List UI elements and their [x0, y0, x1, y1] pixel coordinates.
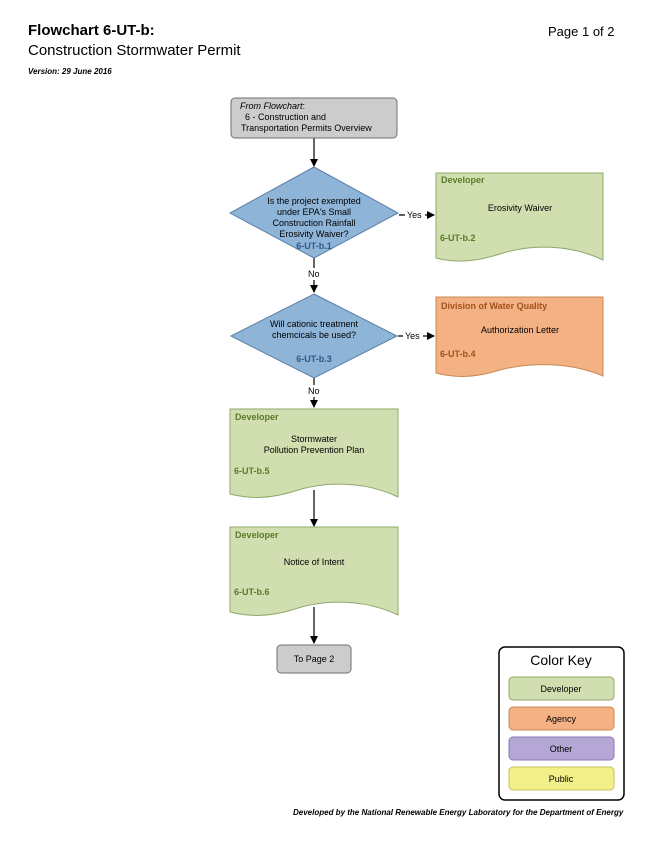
footer-credit: Developed by the National Renewable Ener…	[293, 808, 624, 817]
page-number: Page 1 of 2	[548, 24, 615, 39]
swppp-line1: Stormwater	[291, 434, 337, 444]
edge-label-yes1: Yes	[407, 210, 422, 220]
document-swppp: Developer Stormwater Pollution Preventio…	[229, 408, 399, 498]
noi-code: 6-UT-b.6	[234, 587, 270, 597]
color-key-title: Color Key	[530, 652, 591, 668]
decision1-line3: Construction Rainfall	[272, 218, 355, 228]
color-key: Color Key Developer Agency Other Public	[498, 646, 625, 801]
color-key-public: Public	[508, 766, 615, 791]
start-node-line2: 6 - Construction and	[245, 112, 326, 122]
page-title: Flowchart 6-UT-b:	[28, 22, 155, 39]
noi-text: Notice of Intent	[284, 557, 345, 567]
version-label: Version: 29 June 2016	[28, 67, 112, 76]
end-node: To Page 2	[276, 644, 352, 674]
svg-text:Public: Public	[549, 774, 574, 784]
waiver-code: 6-UT-b.2	[440, 233, 476, 243]
start-node: From Flowchart: 6 - Construction and Tra…	[230, 97, 398, 139]
authorization-text: Authorization Letter	[481, 325, 559, 335]
svg-text:Other: Other	[550, 744, 573, 754]
decision-node-1: Is the project exempted under EPA's Smal…	[228, 166, 400, 259]
decision1-line1: Is the project exempted	[267, 196, 361, 206]
edge-label-yes2: Yes	[405, 331, 420, 341]
swppp-line2: Pollution Prevention Plan	[264, 445, 365, 455]
waiver-header: Developer	[441, 175, 485, 185]
svg-text:Agency: Agency	[546, 714, 577, 724]
decision1-code: 6-UT-b.1	[296, 241, 332, 251]
decision2-code: 6-UT-b.3	[296, 354, 332, 364]
end-node-label: To Page 2	[294, 654, 335, 664]
color-key-developer: Developer	[508, 676, 615, 701]
decision1-line4: Erosivity Waiver?	[279, 229, 348, 239]
swppp-header: Developer	[235, 412, 279, 422]
decision-node-2: Will cationic treatment chemcicals be us…	[229, 293, 399, 379]
waiver-text: Erosivity Waiver	[488, 203, 552, 213]
page-subtitle: Construction Stormwater Permit	[28, 42, 241, 59]
decision2-line1: Will cationic treatment	[270, 319, 359, 329]
edge-label-no1: No	[308, 269, 320, 279]
svg-text:From Flowchart:: From Flowchart:	[240, 101, 305, 111]
noi-header: Developer	[235, 530, 279, 540]
swppp-code: 6-UT-b.5	[234, 466, 270, 476]
start-node-ref-label: From Flowchart	[240, 101, 303, 111]
document-erosivity-waiver: Developer Erosivity Waiver 6-UT-b.2	[435, 172, 604, 262]
authorization-header: Division of Water Quality	[441, 301, 547, 311]
decision2-line2: chemcicals be used?	[272, 330, 356, 340]
document-authorization-letter: Division of Water Quality Authorization …	[435, 296, 604, 377]
edge-label-no2: No	[308, 386, 320, 396]
edge-labels: Yes No Yes No	[306, 208, 425, 397]
authorization-code: 6-UT-b.4	[440, 349, 476, 359]
document-notice-of-intent: Developer Notice of Intent 6-UT-b.6	[229, 526, 399, 616]
color-key-agency: Agency	[508, 706, 615, 731]
svg-text:Developer: Developer	[540, 684, 581, 694]
start-node-line3: Transportation Permits Overview	[241, 123, 372, 133]
decision1-line2: under EPA's Small	[277, 207, 351, 217]
color-key-other: Other	[508, 736, 615, 761]
